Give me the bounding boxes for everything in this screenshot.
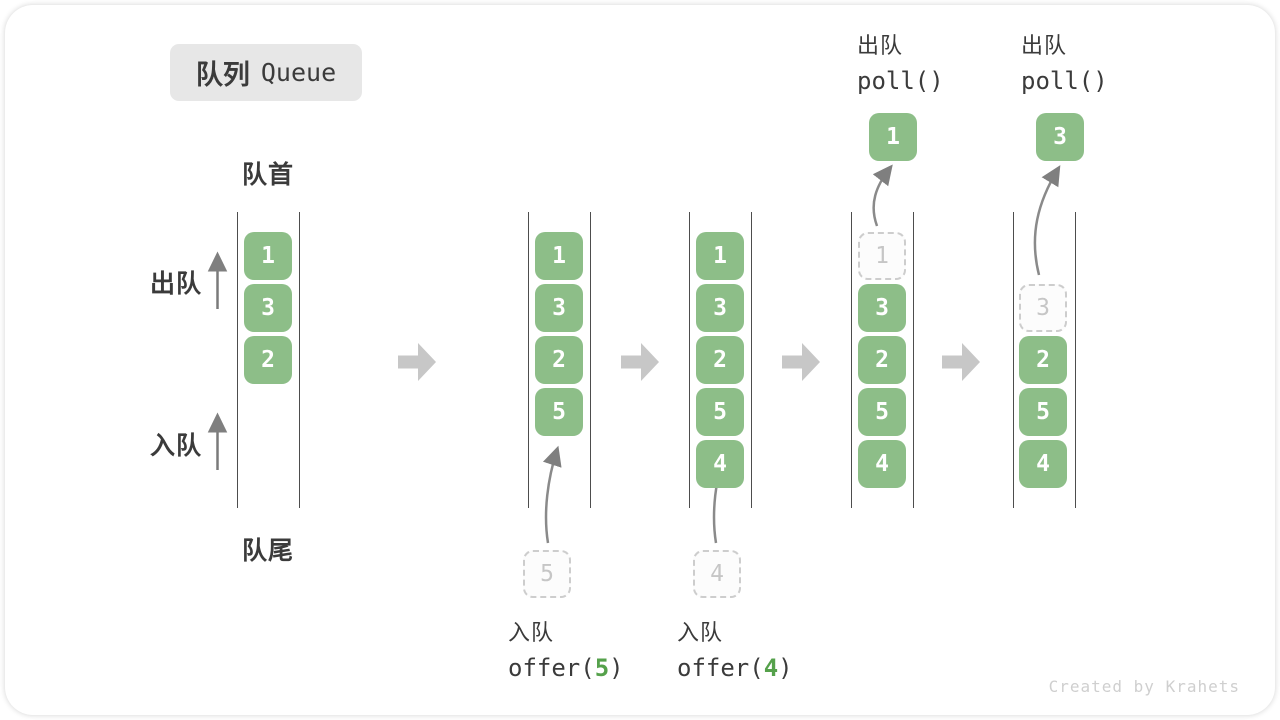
code-pre: offer( xyxy=(677,654,764,682)
queue-cell-removed: 1 xyxy=(858,232,906,280)
polled-cell: 1 xyxy=(869,113,917,161)
enqueue-op-code: offer(5) xyxy=(508,654,624,682)
code-arg: 4 xyxy=(763,654,779,682)
code-pre: offer( xyxy=(508,654,595,682)
dequeue-op-label: 出队 poll() xyxy=(1021,28,1108,95)
dequeue-op-code: poll() xyxy=(857,67,944,95)
queue-rear-label: 队尾 xyxy=(241,537,294,565)
queue-cell: 2 xyxy=(696,336,744,384)
queue-cell: 1 xyxy=(244,232,292,280)
enqueue-op-zh: 入队 xyxy=(677,620,724,645)
title-zh: 队列 xyxy=(195,60,250,90)
code-arg: 5 xyxy=(594,654,610,682)
enqueue-op-label: 入队 offer(5) xyxy=(508,615,624,682)
queue-rails xyxy=(528,212,591,508)
queue-cell: 2 xyxy=(1019,336,1067,384)
enqueue-op-zh: 入队 xyxy=(508,620,555,645)
enqueue-op-code: offer(4) xyxy=(677,654,793,682)
queue-cell-pending: 4 xyxy=(693,550,741,598)
queue-front-label: 队首 xyxy=(241,161,294,189)
queue-cell: 3 xyxy=(535,284,583,332)
queue-cell: 1 xyxy=(535,232,583,280)
queue-cell: 4 xyxy=(858,440,906,488)
queue-cell: 2 xyxy=(244,336,292,384)
queue-cell-pending: 5 xyxy=(523,550,571,598)
queue-cell: 2 xyxy=(858,336,906,384)
dequeue-op-zh: 出队 xyxy=(1021,33,1068,58)
queue-cell: 1 xyxy=(696,232,744,280)
dequeue-op-code: poll() xyxy=(1021,67,1108,95)
queue-cell: 4 xyxy=(696,440,744,488)
diagram-card xyxy=(5,5,1275,715)
queue-rails xyxy=(237,212,300,508)
code-post: ) xyxy=(609,654,624,682)
polled-cell: 3 xyxy=(1036,113,1084,161)
queue-cell: 2 xyxy=(535,336,583,384)
queue-cell: 5 xyxy=(858,388,906,436)
enqueue-op-label: 入队 offer(4) xyxy=(677,615,793,682)
title-en: Queue xyxy=(260,58,337,87)
queue-rails xyxy=(851,212,914,508)
dequeue-op-zh: 出队 xyxy=(857,33,904,58)
queue-cell: 4 xyxy=(1019,440,1067,488)
queue-cell: 5 xyxy=(696,388,744,436)
queue-cell: 3 xyxy=(244,284,292,332)
title-box: 队列 Queue xyxy=(170,44,362,101)
queue-rails xyxy=(689,212,752,508)
queue-cell: 3 xyxy=(858,284,906,332)
code-post: ) xyxy=(778,654,793,682)
watermark: Created by Krahets xyxy=(1048,677,1240,696)
dequeue-op-label: 出队 poll() xyxy=(857,28,944,95)
queue-cell: 5 xyxy=(1019,388,1067,436)
queue-cell-removed: 3 xyxy=(1019,284,1067,332)
enqueue-side-label: 入队 xyxy=(150,432,203,460)
dequeue-side-label: 出队 xyxy=(150,270,203,298)
queue-cell: 3 xyxy=(696,284,744,332)
queue-cell: 5 xyxy=(535,388,583,436)
queue-rails xyxy=(1013,212,1076,508)
